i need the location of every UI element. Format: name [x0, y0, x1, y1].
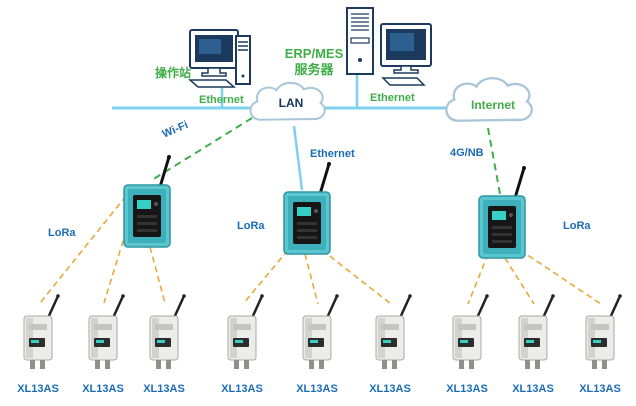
sensor-label-5: XL13AS	[296, 383, 338, 395]
lan-to-gateway-line	[292, 125, 304, 191]
gateway-device-middle	[282, 160, 333, 256]
sensor-label-3: XL13AS	[143, 383, 185, 395]
sensor-label-9: XL13AS	[579, 383, 621, 395]
workstation-label: 操作站	[155, 66, 192, 80]
lora-line-5	[304, 253, 319, 305]
lora-line-4	[242, 249, 289, 305]
sensor-label-7: XL13AS	[446, 383, 488, 395]
ethernet-mid-label: Ethernet	[310, 148, 355, 160]
sensor-device-1	[22, 292, 62, 371]
lan-label: LAN	[278, 96, 304, 110]
gateway-device-right	[477, 164, 528, 260]
sensor-device-5	[301, 292, 341, 371]
ethernet-left-label: Ethernet	[199, 94, 244, 106]
cellular-link-line	[487, 127, 501, 195]
server-label: ERP/MES 服务器	[284, 46, 344, 78]
lora-line-1	[39, 195, 127, 304]
gateway-device-left	[122, 153, 173, 249]
server-label-line2: 服务器	[294, 62, 334, 77]
lora-right-label: LoRa	[563, 220, 591, 232]
lora-left-label: LoRa	[48, 227, 76, 239]
sensor-label-8: XL13AS	[512, 383, 554, 395]
lora-line-6	[321, 249, 392, 305]
sensor-label-4: XL13AS	[221, 383, 263, 395]
ethernet-right-label: Ethernet	[370, 92, 415, 104]
sensor-device-7	[451, 292, 491, 371]
sensor-device-2	[87, 292, 127, 371]
server-label-line1: ERP/MES	[284, 46, 344, 61]
sensor-device-6	[374, 292, 414, 371]
sensor-device-8	[517, 292, 557, 371]
workstation-graphic	[188, 29, 251, 88]
sensor-label-2: XL13AS	[82, 383, 124, 395]
server-graphic	[346, 7, 432, 86]
lora-line-8	[504, 257, 535, 305]
sensor-device-4	[226, 292, 266, 371]
lora-line-9	[519, 249, 602, 305]
sensor-device-9	[584, 292, 624, 371]
lora-line-3	[149, 246, 166, 304]
wifi-link-line	[151, 117, 253, 181]
lora-line-7	[467, 253, 489, 305]
lora-middle-label: LoRa	[237, 220, 265, 232]
internet-label: Internet	[470, 98, 515, 112]
sensor-label-1: XL13AS	[17, 383, 59, 395]
sensor-label-6: XL13AS	[369, 383, 411, 395]
cellular-label: 4G/NB	[450, 147, 484, 159]
sensor-device-3	[148, 292, 188, 371]
